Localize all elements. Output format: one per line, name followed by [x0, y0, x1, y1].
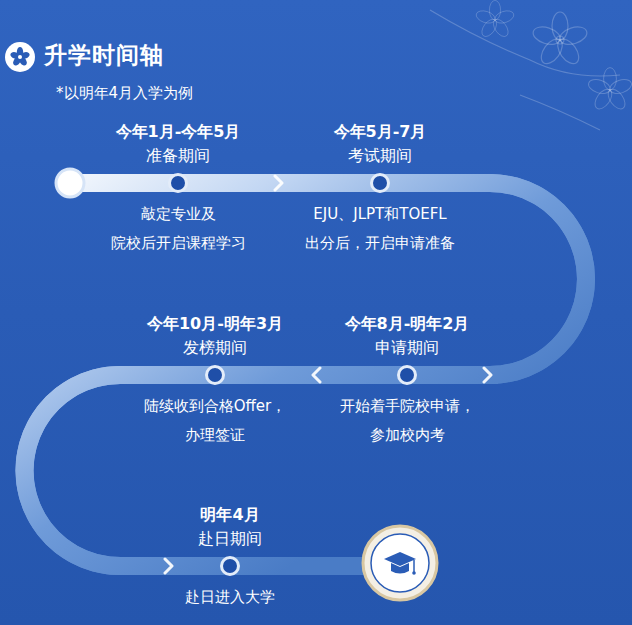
timeline-stage: 今年10月-明年3月发榜期间陆续收到合格Offer， 办理签证	[124, 312, 306, 450]
timeline-dot	[168, 173, 188, 193]
stage-description: 赴日进入大学	[185, 583, 275, 612]
date-heading: 明年4月	[200, 503, 259, 527]
stage-description: EJU、JLPT和TOEFL 出分后，开启申请准备	[295, 200, 465, 258]
dot-slot	[365, 168, 395, 198]
stage-description: 开始着手院校申请， 参加校内考	[322, 392, 492, 450]
timeline-dot	[370, 173, 390, 193]
timeline-stage: 今年1月-今年5月准备期间敲定专业及 院校后开启课程学习	[87, 120, 269, 258]
timeline-dot	[397, 365, 417, 385]
stage-name: 发榜期间	[183, 336, 247, 360]
date-heading: 今年5月-7月	[334, 120, 427, 144]
graduation-cap-icon	[363, 526, 437, 600]
timeline-band	[24, 183, 586, 566]
stage-name: 准备期间	[146, 144, 210, 168]
dot-slot	[392, 360, 422, 390]
timeline-stage: 今年8月-明年2月申请期间开始着手院校申请， 参加校内考	[316, 312, 498, 450]
timeline-connector	[269, 174, 289, 192]
date-heading: 今年1月-今年5月	[116, 120, 241, 144]
note: *以明年4月入学为例	[56, 84, 193, 103]
title-icon	[5, 42, 35, 72]
stage-name: 申请期间	[375, 336, 439, 360]
start-circle	[56, 169, 84, 197]
stage-description: 陆续收到合格Offer， 办理签证	[130, 392, 300, 450]
timeline-stage: 今年5月-7月考试期间 EJU、JLPT和TOEFL 出分后，开启申请准备	[289, 120, 471, 258]
date-heading: 今年10月-明年3月	[147, 312, 283, 336]
dot-slot	[215, 551, 245, 581]
timeline-connector	[471, 183, 586, 375]
timeline-dot	[220, 556, 240, 576]
stage-description: 敲定专业及 院校后开启课程学习	[93, 200, 263, 258]
stage-name: 考试期间	[348, 144, 412, 168]
stage-name: 赴日期间	[198, 527, 262, 551]
timeline-dot	[205, 365, 225, 385]
title: 升学时间轴	[44, 40, 164, 71]
timeline-connector	[306, 366, 316, 384]
dot-slot	[163, 168, 193, 198]
blossom-decoration	[430, 0, 632, 130]
dot-slot	[200, 360, 230, 390]
date-heading: 今年8月-明年2月	[345, 312, 470, 336]
timeline-stage: 明年4月赴日期间赴日进入大学	[179, 503, 281, 612]
